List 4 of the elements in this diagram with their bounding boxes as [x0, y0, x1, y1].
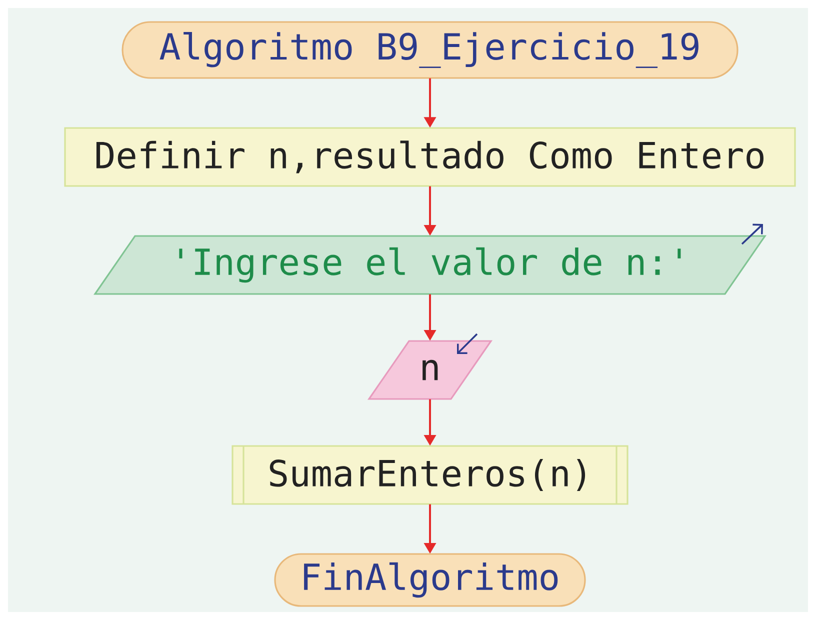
- end-terminator: FinAlgoritmo: [274, 553, 586, 607]
- subprocess-box: SumarEnteros(n): [232, 445, 628, 505]
- start-terminator: Algoritmo B9_Ejercicio_19: [122, 21, 738, 79]
- process-box: Definir n,resultado Como Entero: [64, 127, 796, 187]
